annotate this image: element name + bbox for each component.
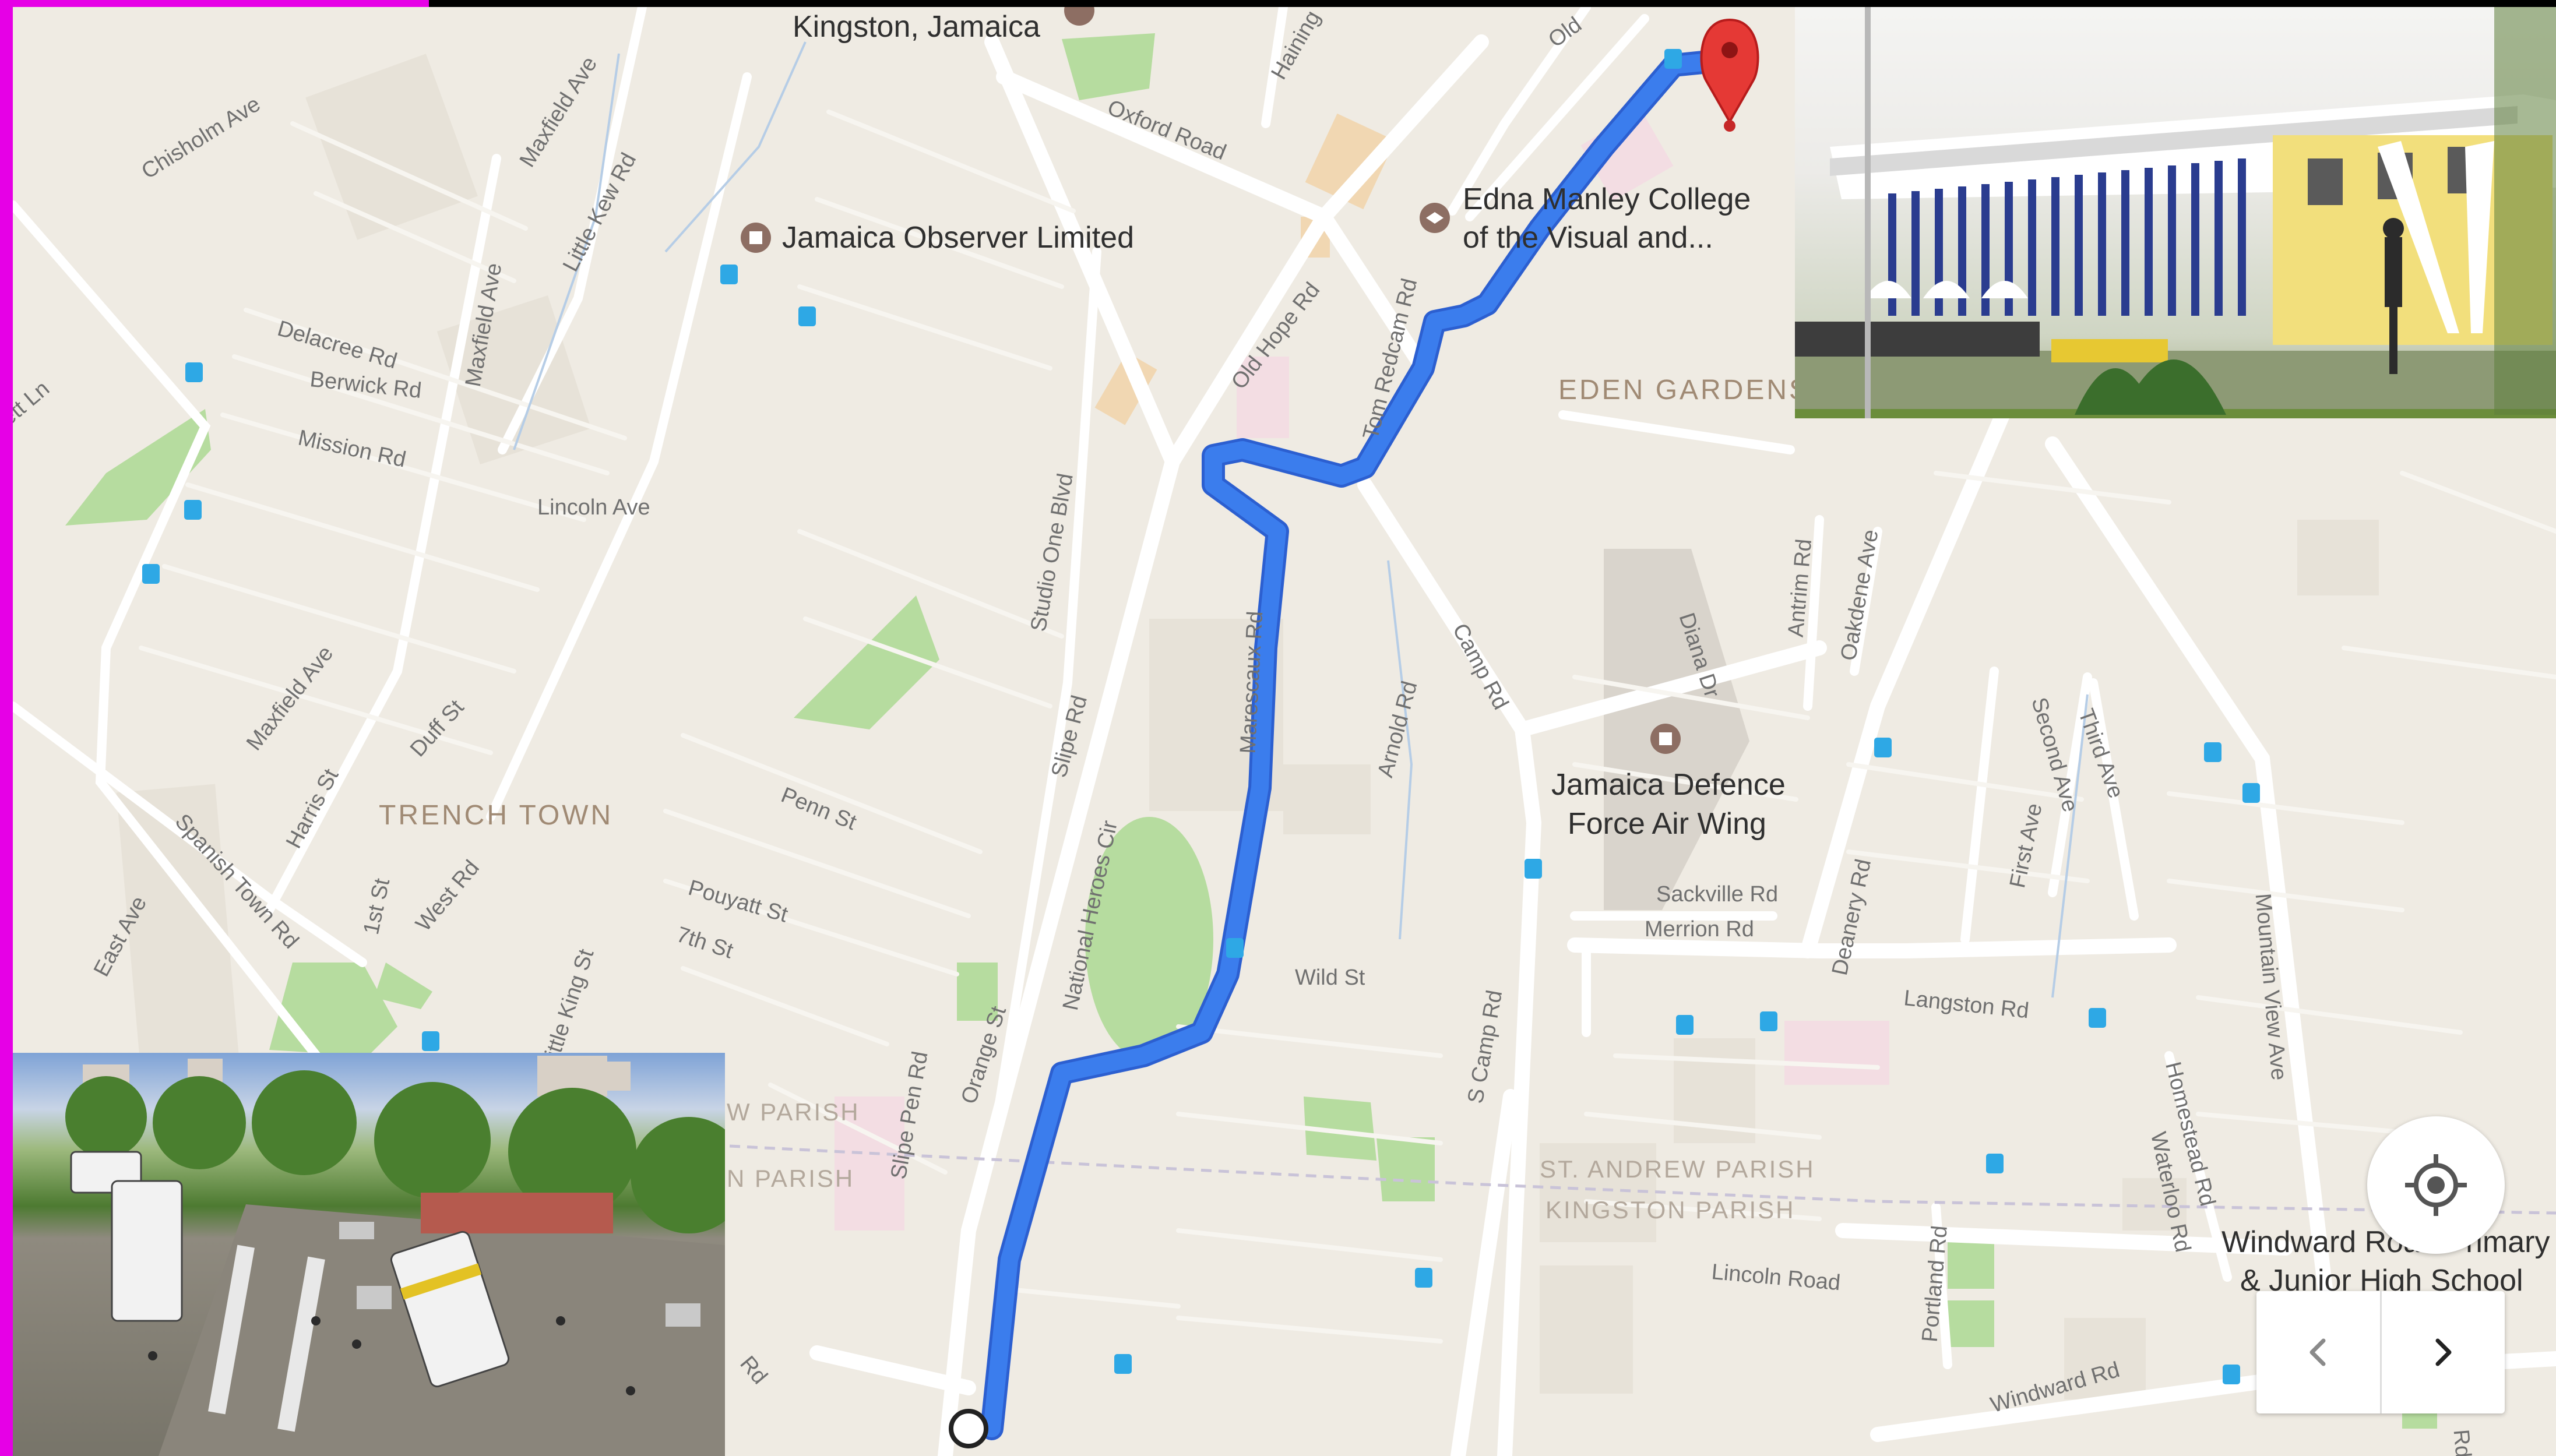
chevron-left-icon: [2309, 1338, 2326, 1366]
route-start-marker[interactable]: [949, 1409, 988, 1448]
destination-pin-icon[interactable]: [1700, 18, 1759, 132]
street-wild: Wild St: [1295, 965, 1365, 990]
poi-observer-label[interactable]: Jamaica Observer Limited: [782, 221, 1134, 255]
area-kingston-parish: KINGSTON PARISH: [1545, 1196, 1795, 1224]
poi-edna-label-1[interactable]: Edna Manley College: [1463, 182, 1751, 216]
poi-kingston-label[interactable]: Kingston, Jamaica: [793, 10, 1040, 44]
pager-controls: [2256, 1291, 2505, 1413]
poi-markers: [741, 7, 1681, 754]
parish-boundary: [729, 1144, 2556, 1215]
kingston-poi-icon[interactable]: [1064, 7, 1094, 26]
area-st-andrew-parish: ST. ANDREW PARISH: [1540, 1155, 1815, 1183]
locate-me-button[interactable]: [2367, 1116, 2505, 1254]
bus-terminal-illustration: [65, 1056, 725, 1456]
crosshair-icon: [2405, 1154, 2467, 1216]
waterways: [513, 41, 2089, 998]
area-parish-west-2: N PARISH: [727, 1165, 855, 1192]
bus-stop-icons: [142, 49, 2260, 1384]
map-layer[interactable]: [13, 7, 2556, 1456]
street-sackville: Sackville Rd: [1656, 882, 1779, 907]
route-line-inner: [983, 51, 1741, 1437]
area-eden-gardens: EDEN GARDENS: [1558, 375, 1811, 406]
poi-jdf-label-2[interactable]: Force Air Wing: [1568, 807, 1766, 841]
chevron-right-icon: [2435, 1338, 2452, 1366]
poi-jdf-label-1[interactable]: Jamaica Defence: [1551, 768, 1786, 802]
roads: [13, 7, 2556, 1456]
top-black-bar: [429, 0, 2556, 7]
building-illustration: [1795, 7, 2556, 418]
poi-edna-label-2[interactable]: of the Visual and...: [1463, 221, 1713, 255]
prev-button[interactable]: [2256, 1291, 2380, 1413]
bus-terminal-photo[interactable]: [13, 1053, 725, 1456]
area-parish-west-1: W PARISH: [727, 1098, 860, 1126]
street-lincoln-ave: Lincoln Ave: [537, 495, 650, 520]
street-right-edge: Rd: [2448, 1428, 2476, 1456]
building-photo[interactable]: [1795, 7, 2556, 418]
street-merrion: Merrion Rd: [1645, 917, 1754, 942]
pink-areas: [835, 110, 1889, 1231]
city-blocks: [116, 54, 2379, 1399]
next-button[interactable]: [2379, 1291, 2505, 1413]
map-canvas[interactable]: Chisholm Ave Maxfield Ave Little Kew Rd …: [13, 7, 2556, 1456]
area-trench-town: TRENCH TOWN: [379, 800, 614, 831]
